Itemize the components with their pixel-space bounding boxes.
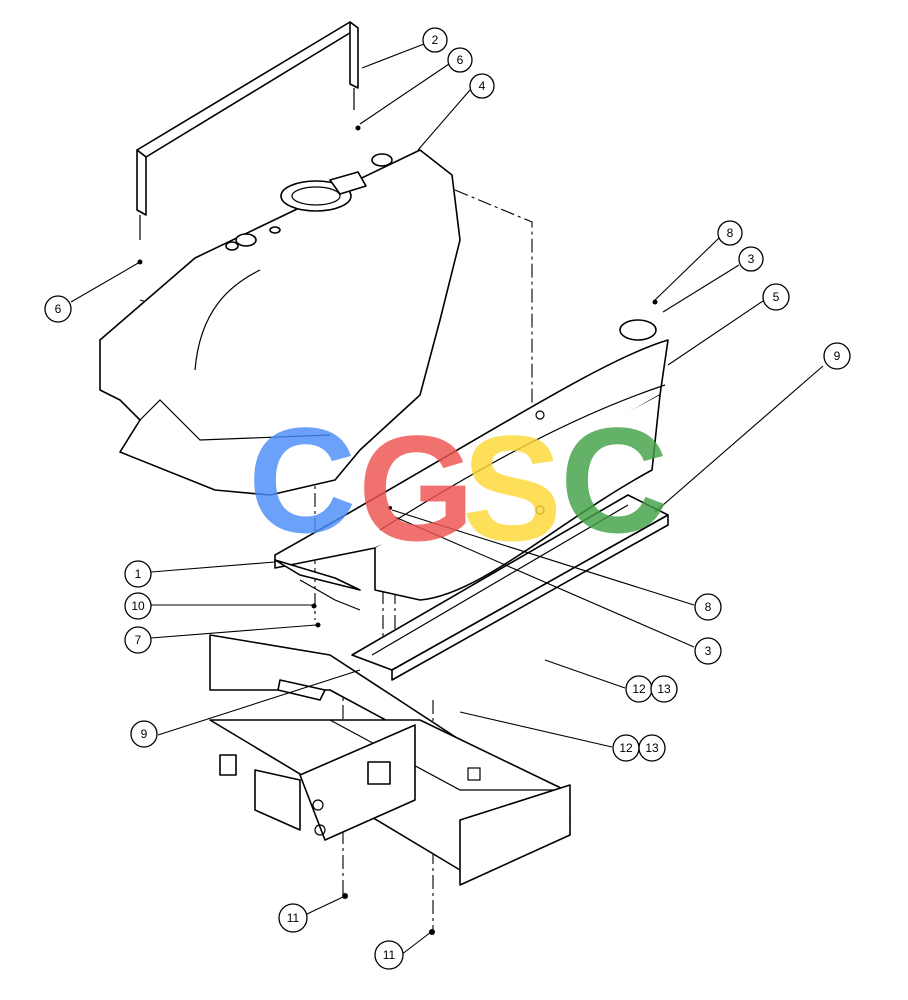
callout-8-mid: 8: [694, 593, 722, 621]
callout-8a-label: 8: [727, 226, 734, 240]
bracket-part-1: [274, 559, 361, 611]
callout-9b-label: 9: [141, 727, 148, 741]
bolt-7: [315, 622, 321, 628]
callout-11-left: 11: [278, 903, 308, 933]
callout-9a-label: 9: [834, 349, 841, 363]
callout-2-label: 2: [432, 33, 439, 47]
watermark-letter-3: S: [462, 404, 562, 572]
callout-11a-label: 11: [287, 911, 300, 925]
bolt-11a: [342, 893, 348, 899]
watermark-cgsc: C G S C: [248, 396, 668, 572]
callout-4: 4: [469, 73, 495, 99]
callout-13-lower: 13: [638, 734, 666, 762]
callout-12-upper: 12: [625, 675, 653, 703]
callout-4-label: 4: [479, 79, 486, 93]
callout-6b-label: 6: [55, 302, 62, 316]
callout-1: 1: [124, 560, 152, 588]
callout-3b-label: 3: [705, 644, 712, 658]
callout-13-upper: 13: [650, 675, 678, 703]
bolt-6b: [355, 125, 361, 131]
callout-13a-label: 13: [657, 682, 671, 696]
callout-10: 10: [124, 592, 152, 620]
base-frame: [209, 634, 571, 886]
fasteners: [137, 125, 658, 935]
tray-part-9: [351, 494, 669, 681]
callout-12b-label: 12: [619, 741, 633, 755]
leader-lines: [70, 43, 824, 956]
callout-10-label: 10: [131, 599, 145, 613]
callout-12a-label: 12: [632, 682, 646, 696]
callout-11-right: 11: [374, 940, 404, 970]
callout-8-top: 8: [717, 220, 743, 246]
callout-9-left: 9: [130, 720, 158, 748]
bolt-8b: [388, 506, 392, 510]
callout-5-label: 5: [773, 290, 780, 304]
bolt-8a: [652, 299, 658, 305]
callout-2: 2: [422, 27, 448, 53]
callout-12-lower: 12: [612, 734, 640, 762]
watermark-letter-2: G: [358, 404, 475, 572]
callout-3-mid: 3: [694, 637, 722, 665]
callout-8b-label: 8: [705, 600, 712, 614]
callout-11b-label: 11: [383, 948, 396, 962]
bolt-10: [311, 603, 317, 609]
callout-3a-label: 3: [748, 252, 755, 266]
callouts: 2 6 4 6 8 3 5 9 1 10 7 8 3 12 13 9 12 13…: [44, 27, 851, 970]
hopper-part-4: [99, 149, 461, 496]
panel-part-2: [136, 21, 359, 240]
callout-6-top: 6: [447, 47, 473, 73]
callout-1-label: 1: [135, 567, 142, 581]
callout-5: 5: [762, 283, 790, 311]
callout-7-label: 7: [135, 633, 142, 647]
callout-3-top: 3: [738, 246, 764, 272]
callout-13b-label: 13: [645, 741, 659, 755]
watermark-letter-1: C: [248, 396, 356, 564]
callout-6a-label: 6: [457, 53, 464, 67]
callout-6-left: 6: [44, 295, 72, 323]
callout-9-right: 9: [823, 342, 851, 370]
watermark-letter-4: C: [560, 396, 668, 564]
callout-7: 7: [124, 626, 152, 654]
bolt-11b: [429, 929, 435, 935]
fuel-tank-part-5: [274, 319, 669, 601]
